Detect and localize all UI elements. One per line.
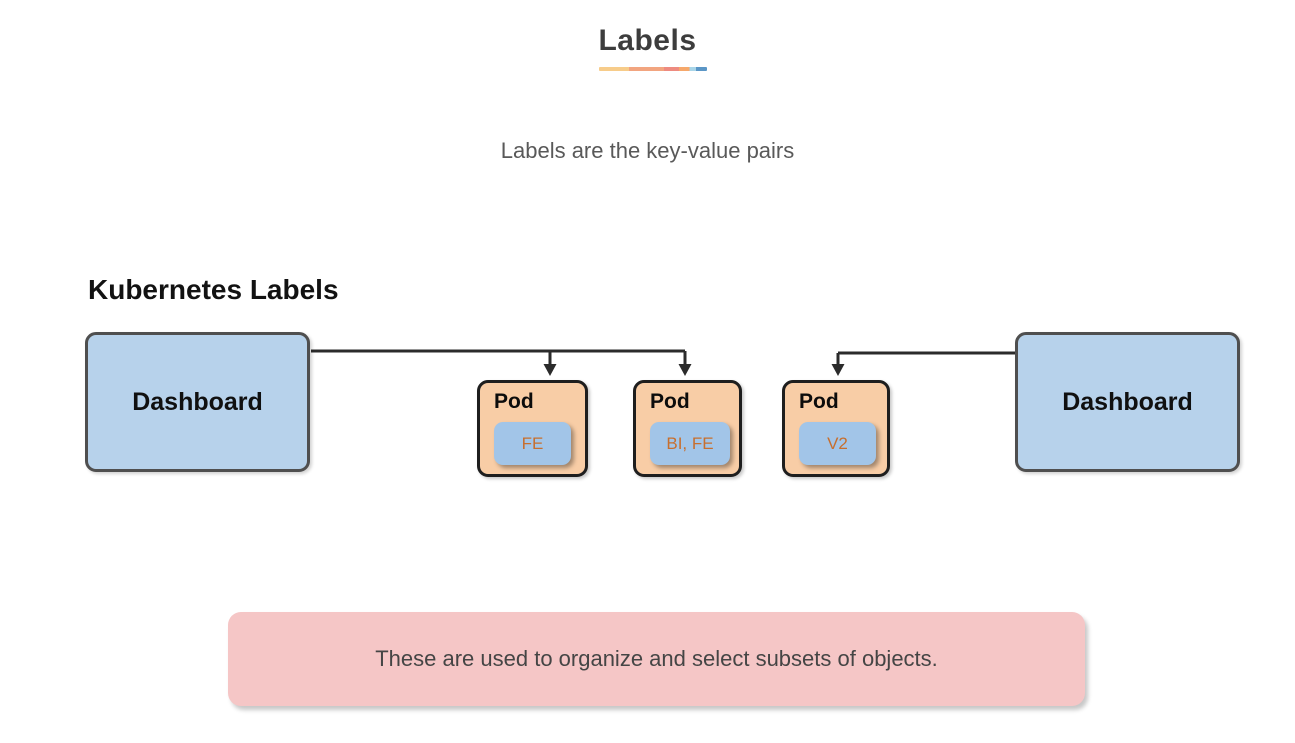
arrow-down-icon — [543, 364, 557, 376]
arrow-down-icon — [831, 364, 845, 376]
note-text: These are used to organize and select su… — [375, 646, 938, 671]
dashboard-node-right: Dashboard — [1015, 332, 1240, 472]
arrow-down-icon — [678, 364, 692, 376]
title-underline-decoration — [599, 67, 707, 71]
pod-label-chip: BI, FE — [650, 422, 730, 465]
dashboard-label: Dashboard — [132, 387, 263, 416]
pod-node-3: Pod V2 — [782, 380, 890, 477]
note-box: These are used to organize and select su… — [228, 612, 1085, 706]
dashboard-label: Dashboard — [1062, 387, 1193, 416]
pod-node-1: Pod FE — [477, 380, 588, 477]
dashboard-node-left: Dashboard — [85, 332, 310, 472]
pod-node-2: Pod BI, FE — [633, 380, 742, 477]
pod-title: Pod — [650, 390, 690, 413]
pod-label-chip: FE — [494, 422, 571, 465]
pod-label-chip: V2 — [799, 422, 876, 465]
pod-title: Pod — [494, 390, 534, 413]
section-heading: Kubernetes Labels — [88, 274, 339, 305]
subtitle: Labels are the key-value pairs — [500, 138, 795, 163]
page-title: Labels — [598, 24, 697, 57]
pod-title: Pod — [799, 390, 839, 413]
